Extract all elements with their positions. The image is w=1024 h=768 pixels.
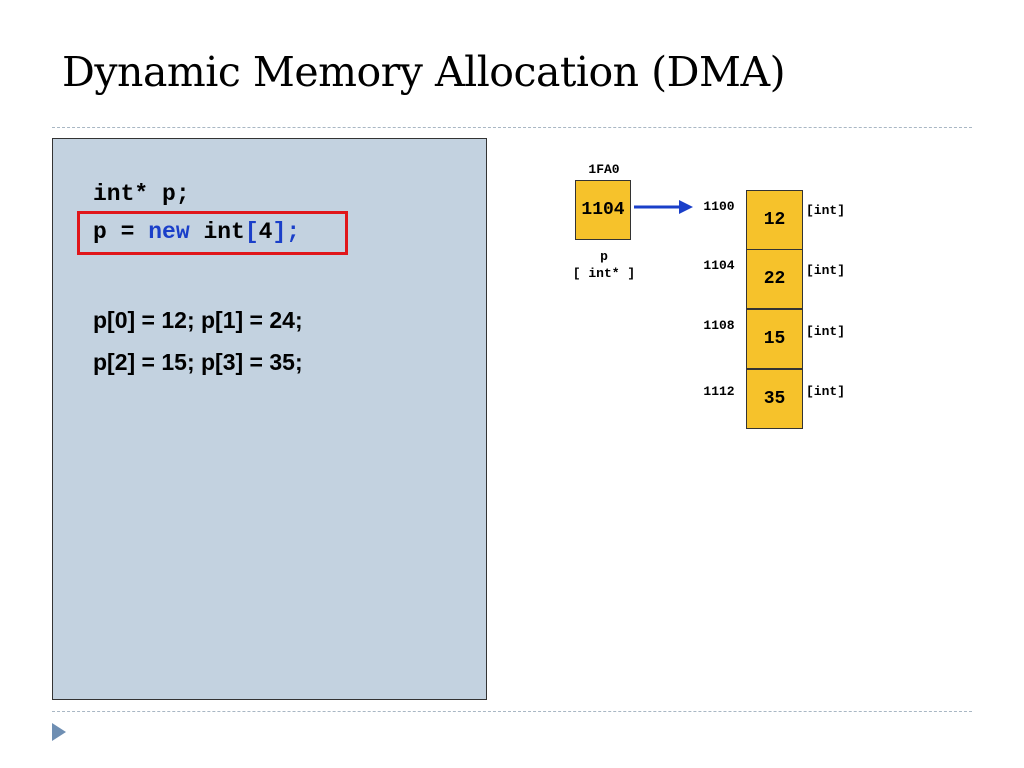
memory-cell-3: 35 — [746, 369, 803, 429]
memory-cell-1: 22 — [746, 249, 803, 309]
pointer-cell: 1104 — [575, 180, 631, 240]
pointer-name: p — [600, 249, 608, 264]
code-line-assign-2: p[2] = 15; p[3] = 35; — [93, 349, 303, 375]
memory-address-1: 1104 — [703, 258, 735, 273]
top-divider — [52, 127, 972, 128]
code-size: 4 — [258, 219, 273, 245]
bottom-divider — [52, 711, 972, 712]
highlight-box — [77, 211, 348, 255]
code-semicolon: ; — [286, 219, 301, 245]
code-open-bracket: [ — [244, 219, 259, 245]
memory-type-3: [int] — [806, 384, 846, 399]
memory-type-0: [int] — [806, 203, 846, 218]
memory-address-2: 1108 — [703, 318, 735, 333]
memory-type-2: [int] — [806, 324, 846, 339]
code-type: int — [189, 219, 245, 245]
code-close-bracket: ] — [272, 219, 287, 245]
memory-cell-2: 15 — [746, 309, 803, 369]
memory-address-0: 1100 — [703, 199, 735, 214]
pointer-arrow — [634, 200, 693, 214]
code-line-allocation: p = new int[4]; — [93, 219, 300, 245]
memory-cell-0: 12 — [746, 190, 803, 250]
keyword-new: new — [148, 219, 190, 245]
memory-address-3: 1112 — [703, 384, 735, 399]
triangle-bullet-icon — [52, 723, 66, 741]
memory-type-1: [int] — [806, 263, 846, 278]
code-line-declaration: int* p; — [93, 181, 190, 207]
slide-title: Dynamic Memory Allocation (DMA) — [62, 48, 786, 96]
code-panel: int* p; p = new int[4]; p[0] = 12; p[1] … — [52, 138, 487, 700]
pointer-type: [ int* ] — [572, 266, 636, 281]
code-line-assign-1: p[0] = 12; p[1] = 24; — [93, 307, 303, 333]
code-prefix: p = — [93, 219, 149, 245]
pointer-address: 1FA0 — [588, 162, 620, 177]
